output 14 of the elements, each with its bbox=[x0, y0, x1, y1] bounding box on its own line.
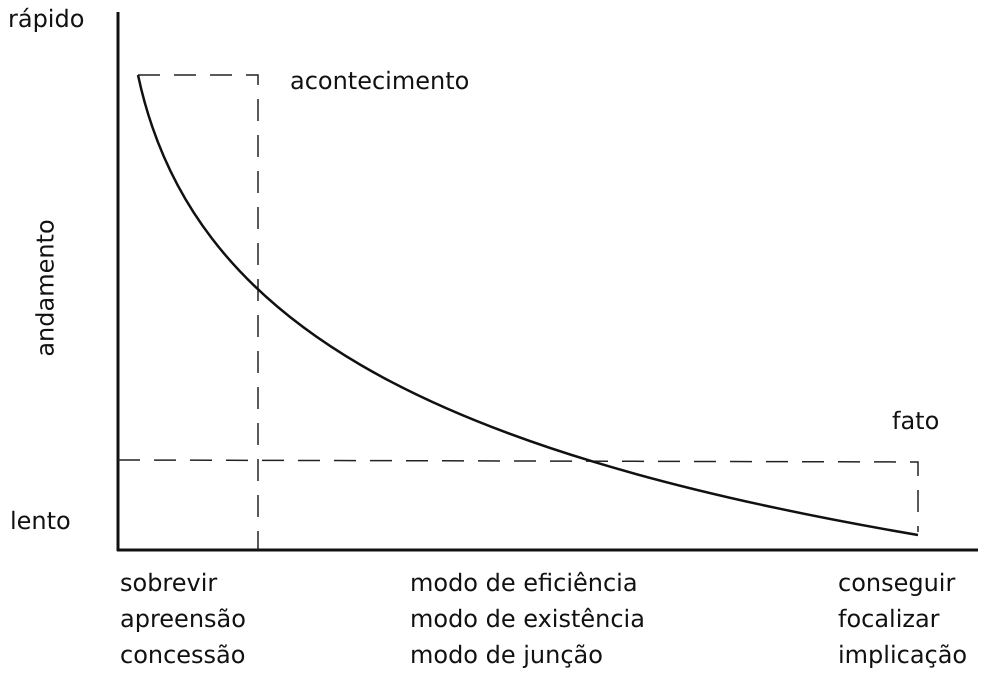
category-label: sobrevir bbox=[120, 568, 218, 598]
axis-label: andamento bbox=[30, 219, 60, 357]
category-label: implicação bbox=[838, 640, 968, 670]
category-label: apreensão bbox=[120, 604, 246, 634]
category-label: modo de eficiência bbox=[410, 568, 638, 598]
category-label: conseguir bbox=[838, 568, 956, 598]
curve-label: acontecimento bbox=[290, 66, 470, 96]
axis-label: rápido bbox=[8, 4, 84, 34]
category-label: modo de existência bbox=[410, 604, 645, 634]
curve-label: fato bbox=[892, 406, 940, 436]
category-label: modo de junção bbox=[410, 640, 603, 670]
category-label: concessão bbox=[120, 640, 246, 670]
category-label: focalizar bbox=[838, 604, 940, 634]
axis-label: lento bbox=[10, 506, 71, 536]
